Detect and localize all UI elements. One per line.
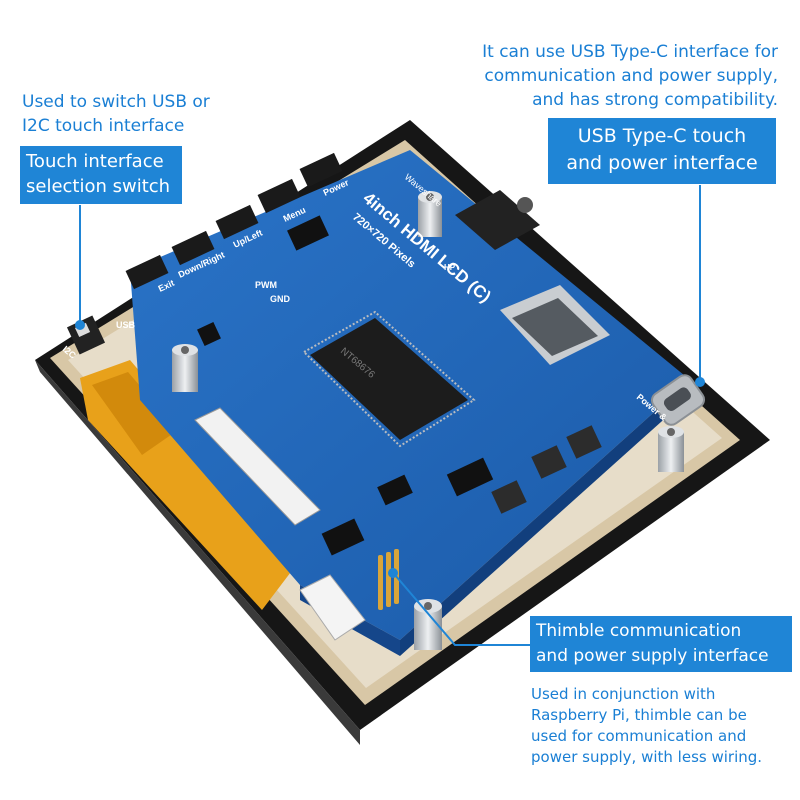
main-chip [310, 318, 468, 440]
main-chip-outline [302, 310, 476, 448]
label-pwm: PWM [255, 280, 277, 290]
callout-line: selection switch [26, 176, 171, 197]
leader-lines [75, 185, 705, 646]
callout-line: and power interface [566, 152, 758, 174]
ribbon-connector [194, 407, 321, 526]
note-line: Raspberry Pi, thimble can be [531, 706, 747, 724]
note-line: Used in conjunction with [531, 685, 716, 703]
leader-switch-dot [75, 320, 85, 330]
note-typec: It can use USB Type-C interface for comm… [482, 40, 778, 112]
note-line: used for communication and [531, 727, 747, 745]
leader-thimble [394, 574, 530, 646]
note-line: communication and power supply, [484, 66, 778, 86]
button-down-right [171, 230, 215, 266]
label-gnd: GND [270, 294, 291, 304]
callout-line: and power supply interface [536, 646, 769, 666]
standoffs [172, 191, 684, 650]
callout-line: USB Type-C touch [577, 125, 747, 147]
note-pi: Used in conjunction with Raspberry Pi, t… [531, 684, 762, 768]
callout-switch: Touch interface selection switch [20, 146, 182, 204]
leader-thimble-dot [388, 568, 398, 578]
button-up-left [215, 204, 259, 240]
note-usb-i2c: Used to switch USB or I2C touch interfac… [22, 90, 210, 138]
hdmi-port-slot [512, 298, 598, 356]
flex-cable-shade [92, 372, 178, 455]
lcd-panel-edge [35, 360, 360, 745]
note-line: I2C touch interface [22, 116, 185, 136]
note-line: Used to switch USB or [22, 92, 210, 112]
label-usb: USB [116, 320, 136, 330]
leader-typec-dot [695, 377, 705, 387]
button-exit [125, 254, 169, 290]
note-line: and has strong compatibility. [532, 90, 778, 110]
button-menu [257, 178, 301, 214]
thimble-pins [378, 549, 399, 610]
components [197, 215, 602, 556]
audio-jack-hole [517, 197, 533, 213]
callout-line: Thimble communication [536, 621, 742, 641]
white-connector [299, 574, 366, 641]
note-line: It can use USB Type-C interface for [482, 42, 778, 62]
pcb-edge-right [400, 380, 690, 656]
note-line: power supply, with less wiring. [531, 748, 763, 766]
callout-thimble: Thimble communication and power supply i… [530, 616, 792, 672]
label-hp: HP [444, 263, 456, 272]
callout-line: Touch interface [26, 151, 164, 172]
audio-jack [455, 190, 540, 250]
typec-port-inner [663, 387, 691, 411]
callout-typec: USB Type-C touch and power interface [548, 118, 776, 184]
button-row [125, 152, 343, 290]
button-power [299, 152, 343, 188]
